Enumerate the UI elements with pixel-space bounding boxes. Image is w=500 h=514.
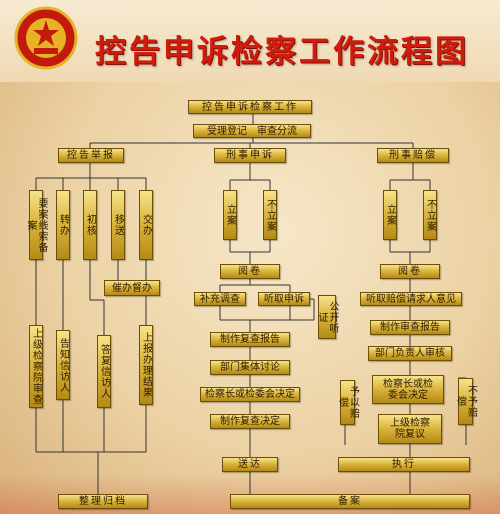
procuratorate-emblem-logo [14,6,78,70]
node-appeal-nofile[interactable]: 不立案 [263,190,277,240]
node-record[interactable]: 备案 [230,494,470,509]
node-hand-over[interactable]: 移送 [111,190,125,260]
node-deliver[interactable]: 送达 [222,457,278,472]
node-dept-discuss[interactable]: 部门集体讨论 [210,360,290,375]
node-comp-file[interactable]: 立案 [383,190,397,240]
node-transfer-handle[interactable]: 转办 [56,190,70,260]
node-complaint-report[interactable]: 控告举报 [58,148,124,163]
node-root[interactable]: 控告申诉检察工作 [188,100,312,114]
node-appeal-file[interactable]: 立案 [223,190,237,240]
node-major-case-record[interactable]: 要案线索备案 [25,190,47,260]
node-report-superior[interactable]: 上级检察院审查 [29,325,43,408]
node-review-report[interactable]: 制作复查报告 [210,332,290,347]
node-comp-nofile[interactable]: 不立案 [423,190,437,240]
node-initial-check[interactable]: 初核 [83,190,97,260]
node-dept-head-audit[interactable]: 部门负责人审核 [368,346,452,361]
node-supplement[interactable]: 补充调查 [194,292,246,306]
node-registration[interactable]: 受理登记 审查分流 [193,124,311,138]
node-hear-appeal[interactable]: 听取申诉 [258,292,310,306]
node-comp-review[interactable]: 阅卷 [380,264,440,279]
node-audit-report[interactable]: 制作审查报告 [370,320,450,335]
node-criminal-compensation[interactable]: 刑事赔偿 [377,148,449,163]
node-grant-comp[interactable]: 予以赔偿 [337,380,359,425]
node-superior-review[interactable]: 上级检察院复议 [378,414,442,444]
node-chief-decide[interactable]: 检察长或检委会决定 [200,387,300,402]
node-archive[interactable]: 整理归档 [58,494,148,509]
node-supervise[interactable]: 催办督办 [104,280,160,296]
node-comp-chief-decide[interactable]: 检察长或检委会决定 [372,375,444,404]
page-title: 控告申诉检察工作流程图 [95,34,469,70]
header-band [0,0,500,82]
node-report-result[interactable]: 上报办理结果 [139,325,153,405]
node-execute[interactable]: 执行 [338,457,470,472]
node-review-decision[interactable]: 制作复查决定 [210,414,290,429]
node-appeal-review[interactable]: 阅卷 [220,264,280,279]
node-hear-claim[interactable]: 听取赔偿请求人意见 [360,292,462,306]
node-public-hearing[interactable]: 公开听证 [316,295,338,339]
node-assign[interactable]: 交办 [139,190,153,260]
node-notify-visitor[interactable]: 告知信访人 [56,330,70,400]
node-criminal-appeal[interactable]: 刑事申诉 [214,148,286,163]
node-no-comp[interactable]: 不予赔偿 [455,378,477,425]
node-reply-visitor[interactable]: 答复信访人 [97,335,111,408]
